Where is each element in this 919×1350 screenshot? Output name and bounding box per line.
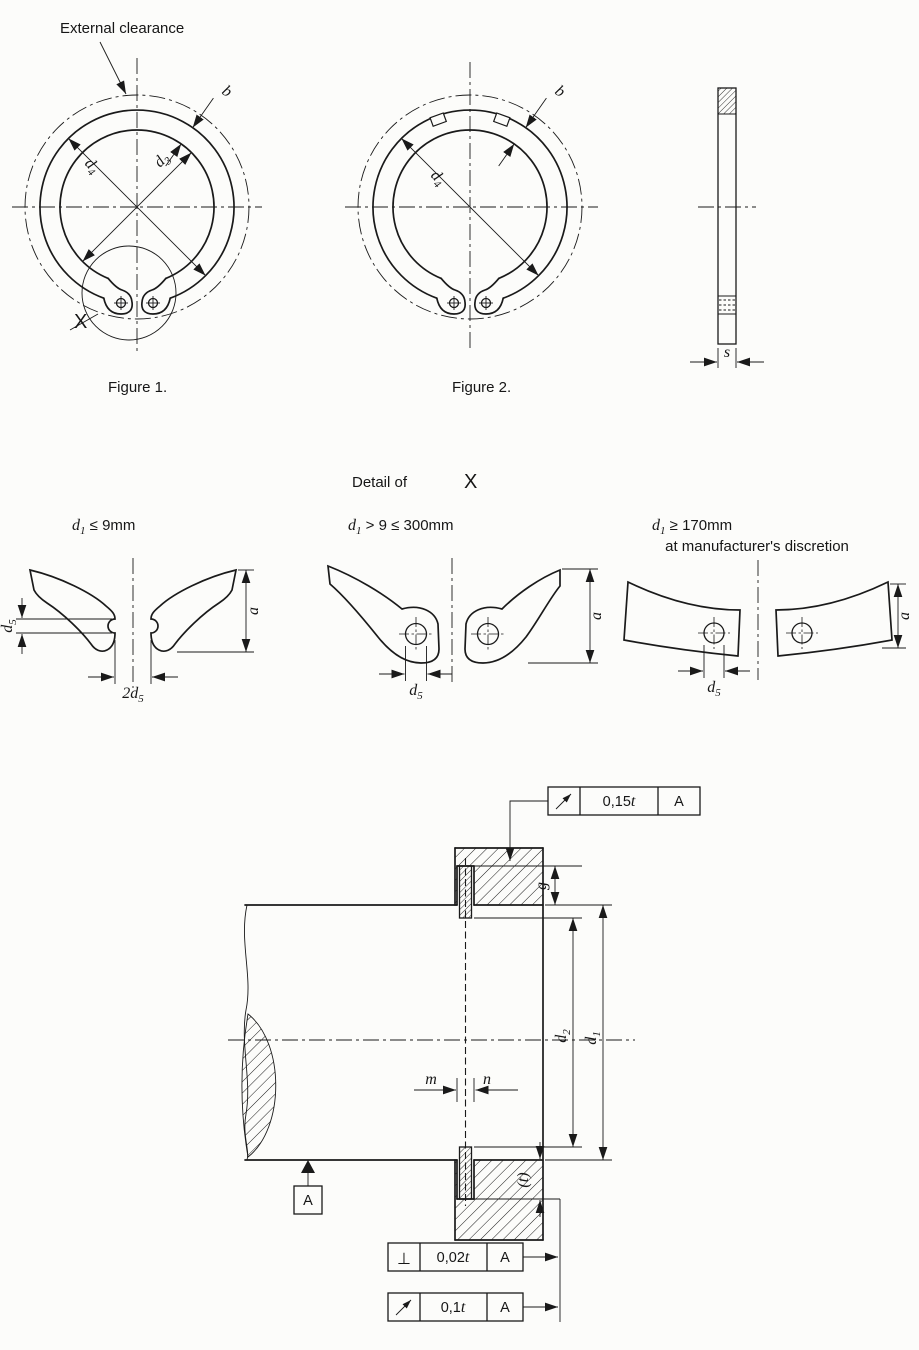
fig1-left-lug [102, 277, 134, 315]
fig1-d3-dimension-line [82, 152, 192, 262]
datum-letter: A [303, 1193, 313, 1209]
fig2-right-lug [473, 277, 505, 315]
m-label: m [425, 1071, 437, 1088]
detail-title-ref: X [464, 471, 477, 493]
v3-condition: d1 ≥ 170mm [652, 517, 732, 537]
d2-label: d2 [553, 1029, 573, 1043]
fcf-runout-bottom-datum: A [500, 1300, 510, 1316]
g-label: g [533, 882, 550, 890]
detail-variant-2: d1 > 9 ≤ 300mm d5 a [326, 517, 605, 702]
detail-x-marker: X [74, 311, 87, 333]
v1-d5-label: d5 [0, 619, 19, 633]
detail-region-circle [81, 245, 177, 341]
detail-variant-3: d1 ≥ 170mm at manufacturer's discretion … [623, 517, 913, 699]
side-view-section-hatch [717, 87, 737, 115]
v2-d5-label: d5 [409, 682, 423, 702]
v1-left-lug [28, 568, 116, 653]
v1-condition: d1 ≤ 9mm [72, 517, 135, 537]
v2-a-label: a [588, 612, 605, 620]
v3-note: at manufacturer's discretion [665, 538, 849, 555]
fcf-perp-datum: A [500, 1250, 510, 1266]
fig2-left-lug [435, 277, 467, 315]
fcf-runout-top: 0,15t A [505, 786, 701, 861]
fig2-housing-bore-circle [357, 94, 583, 320]
d1-label: d1 [583, 1031, 603, 1045]
fig2-ring-inner-edge [392, 129, 548, 280]
fig1-b-arrow-outer [192, 97, 214, 128]
v2-right-lug [464, 568, 561, 664]
side-view: s [690, 87, 764, 368]
v3-a-label: a [896, 612, 913, 620]
fig2-ring-outer-edge [372, 109, 568, 300]
perpendicularity-icon: ⊥ [397, 1249, 411, 1268]
fig1-right-lug [140, 277, 172, 315]
housing-section-bottom-hatch [455, 1160, 543, 1240]
t-label: (t) [515, 1172, 532, 1187]
fcf-runout-top-leader [505, 800, 548, 861]
v1-right-lug [150, 568, 238, 653]
fig2-b-arrow-outer [525, 97, 547, 128]
fcf-runout-bottom: 0,1t A [387, 1292, 558, 1322]
v2-left-lug [326, 564, 440, 664]
s-label: s [724, 344, 730, 361]
fcf-runout-top-value: 0,15t [603, 793, 636, 810]
fig2-left-notch [429, 112, 448, 127]
v3-right-segment [775, 580, 893, 657]
v3-d5-label: d5 [707, 679, 721, 699]
sectioned-lens [241, 1013, 277, 1158]
fcf-perpendicularity: ⊥ 0,02t A [387, 1242, 558, 1272]
detail-heading: Detail of X [352, 471, 477, 493]
detail-variant-1: d1 ≤ 9mm d5 2d5 a [0, 517, 262, 705]
figure2-caption: Figure 2. [452, 379, 511, 396]
fcf-runout-top-datum: A [674, 794, 684, 810]
datum-box [293, 1185, 323, 1215]
v2-condition: d1 > 9 ≤ 300mm [348, 517, 454, 537]
circular-runout-icon [555, 793, 572, 810]
fig2-b-arrow-inner [498, 143, 515, 167]
figure1-caption: Figure 1. [108, 379, 167, 396]
detail-title: Detail of [352, 474, 408, 491]
v1-a-label: a [245, 607, 262, 615]
fig1-ring-inner-edge [59, 129, 215, 280]
detail-x-slash [69, 313, 99, 331]
v3-left-segment [623, 580, 741, 657]
fig1-housing-bore-circle [24, 94, 250, 320]
fig2-right-notch [492, 112, 511, 127]
fcf-perp-value: 0,02t [437, 1249, 470, 1266]
fcf-runout-bottom-value: 0,1t [441, 1299, 466, 1316]
installation-view: g d2 d1 m n (t) A [228, 786, 701, 1322]
external-clearance-label: External clearance [60, 20, 184, 37]
v1-2d5-label: 2d5 [122, 685, 144, 705]
circular-runout-icon [395, 1299, 412, 1316]
fig1-b-arrow-inner [165, 143, 182, 167]
fig1-ring-outer-edge [39, 109, 235, 300]
housing-section-top-hatch [455, 848, 543, 905]
external-clearance-leader [99, 41, 127, 95]
n-label: n [483, 1071, 491, 1088]
fig2-d4-dimension-line [401, 138, 539, 276]
datum-triangle [301, 1160, 315, 1173]
datum-feature-symbol: A [293, 1160, 323, 1215]
